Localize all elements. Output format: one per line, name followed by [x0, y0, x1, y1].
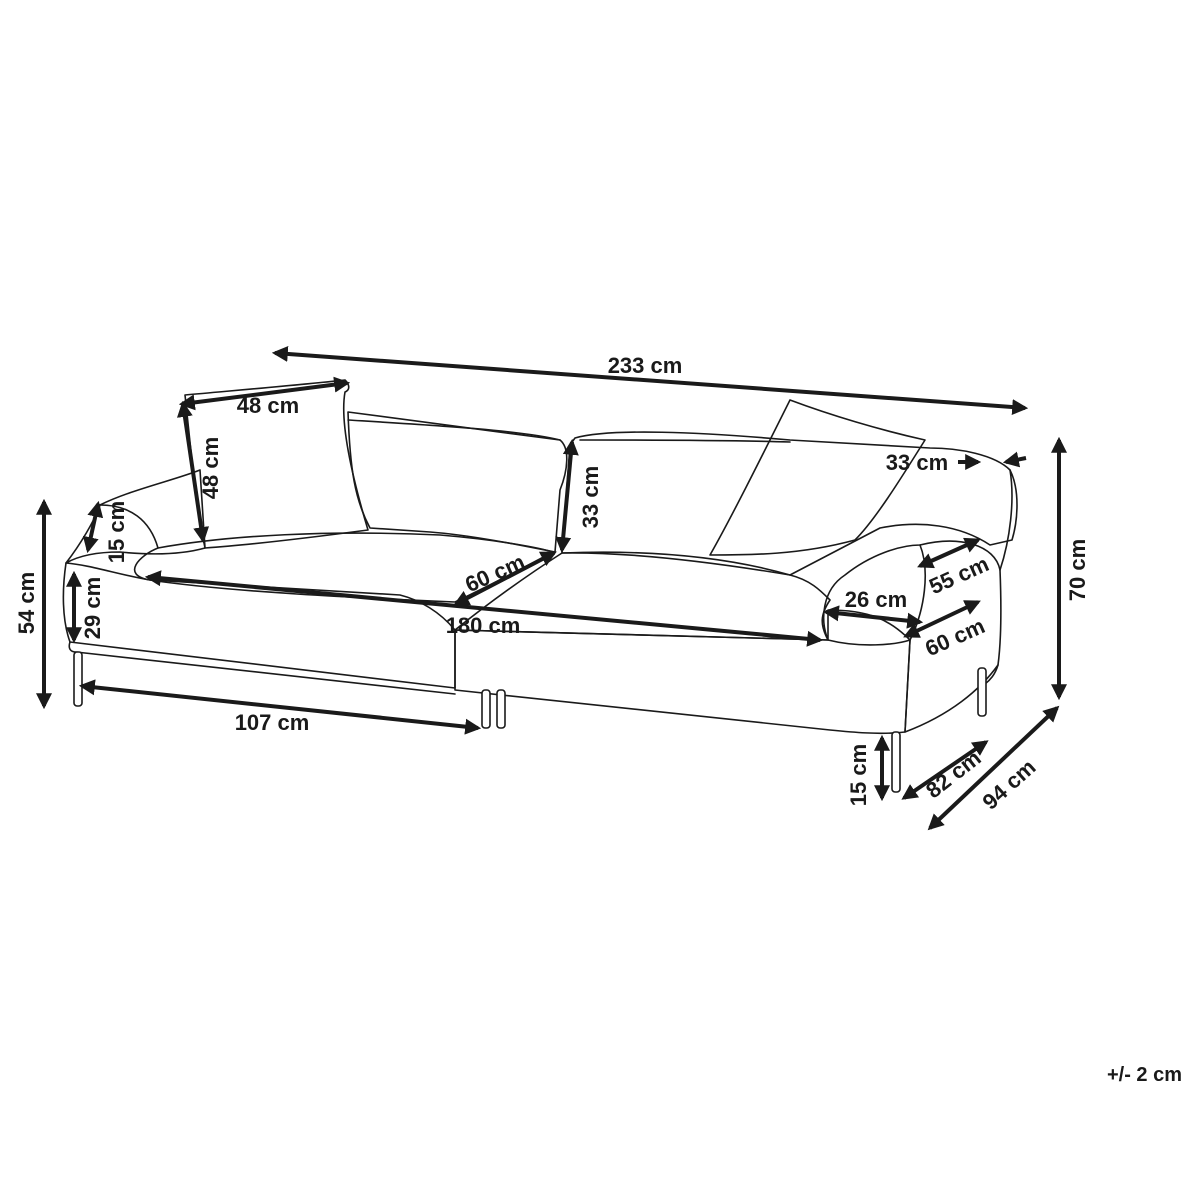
arrow-arm-depth	[903, 600, 981, 638]
label-module-length: 107 cm	[235, 710, 310, 735]
arrow-armrest-width	[822, 605, 924, 629]
tolerance-note: +/- 2 cm	[1107, 1064, 1182, 1086]
right-backrest	[561, 431, 1018, 576]
arrow-backrest-height	[555, 438, 579, 554]
label-armrest-top-width: 33 cm	[886, 450, 948, 475]
arrow-armrest-length	[917, 537, 981, 569]
label-seat-height: 54 cm	[14, 572, 39, 634]
left-backrest	[347, 411, 568, 553]
arrow-total-width	[271, 345, 1029, 416]
arrow-seat-depth	[453, 551, 557, 606]
leg-front-middle-2	[496, 689, 506, 729]
label-arm-depth: 60 cm	[921, 613, 988, 661]
label-cushion-width: 48 cm	[237, 393, 299, 418]
arrow-cushion-width	[178, 376, 351, 411]
right-pillow	[709, 399, 926, 556]
dimension-arrows	[36, 345, 1067, 831]
label-backrest-height: 33 cm	[578, 466, 603, 528]
leg-front-left	[73, 651, 83, 707]
arrow-seat-width	[144, 570, 824, 647]
arrow-armrest-top-width-right	[1002, 451, 1027, 468]
right-module-front	[454, 629, 911, 735]
label-total-height: 70 cm	[1065, 539, 1090, 601]
label-seat-depth: 60 cm	[461, 549, 528, 597]
label-seat-side-height: 29 cm	[80, 577, 105, 639]
arrow-cushion-height	[176, 400, 210, 544]
arrow-module-length	[78, 679, 482, 735]
label-armrest-height: 15 cm	[104, 501, 129, 563]
label-seat-module-depth: 82 cm	[921, 745, 986, 803]
label-cushion-height: 48 cm	[198, 437, 223, 499]
left-module-front	[62, 562, 456, 689]
leg-front-middle-1	[481, 689, 491, 729]
arrow-total-depth	[927, 705, 1060, 831]
label-total-width: 233 cm	[608, 353, 683, 378]
leg-back-right	[977, 667, 987, 717]
arrow-armrest-height	[82, 500, 104, 554]
leg-front-right	[891, 731, 901, 793]
label-armrest-width: 26 cm	[845, 587, 907, 612]
label-leg-height: 15 cm	[846, 744, 871, 806]
label-seat-width: 180 cm	[446, 613, 521, 638]
label-total-depth: 94 cm	[977, 754, 1040, 814]
